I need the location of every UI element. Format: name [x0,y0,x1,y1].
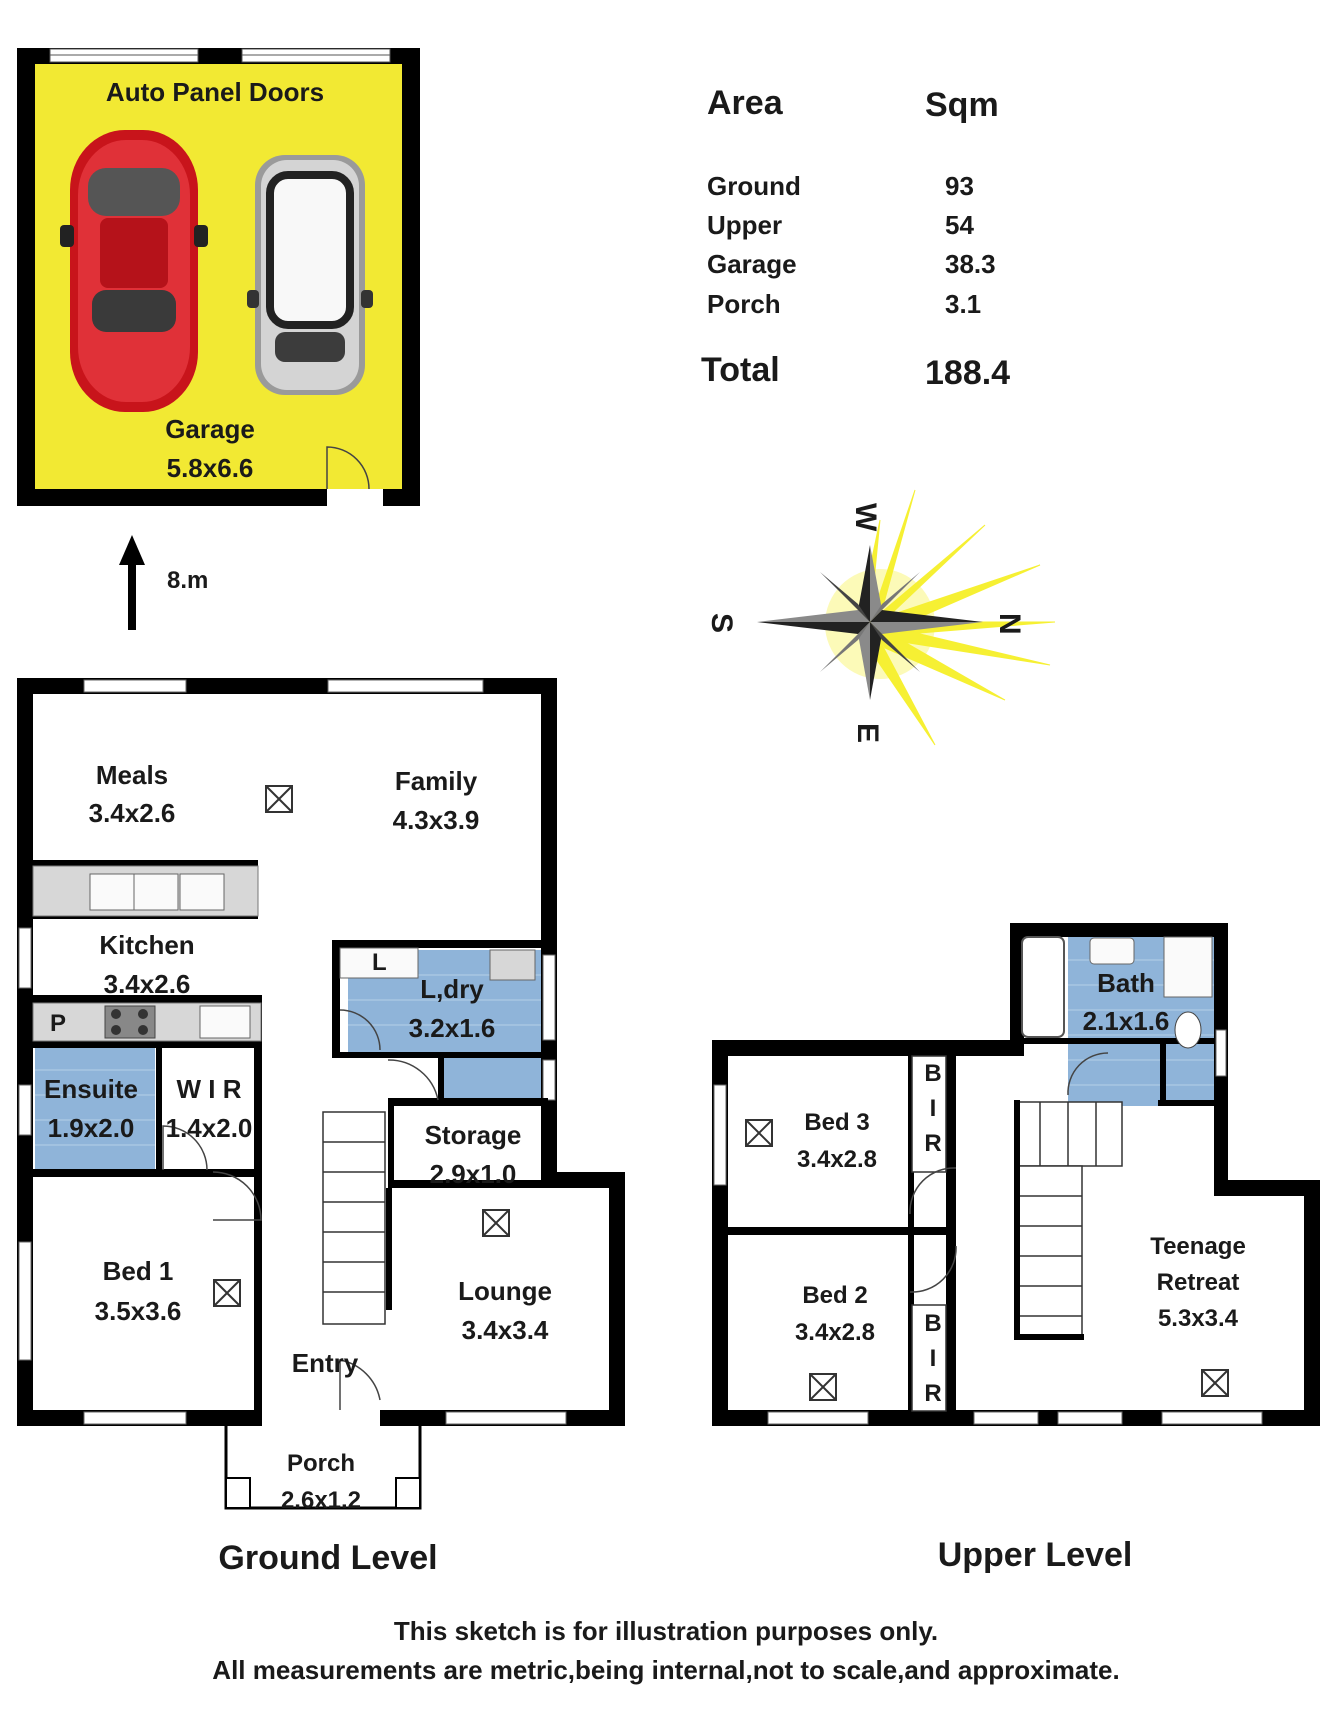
laundry-name: L,dry [420,974,484,1004]
ground-level-title: Ground Level [218,1539,437,1577]
upper-level-title: Upper Level [938,1536,1133,1574]
bath-name: Bath [1097,968,1155,998]
retreat-dims: 5.3x3.4 [1158,1305,1239,1332]
disclaimer-line-1: This sketch is for illustration purposes… [394,1616,938,1646]
area-row-sqm: 93 [945,171,974,201]
laundry-dims: 3.2x1.6 [409,1013,496,1043]
lounge-name: Lounge [458,1276,552,1306]
bir-letter: B [924,1060,941,1087]
garage-doors-label: Auto Panel Doors [106,77,324,107]
area-row-sqm: 3.1 [945,289,981,319]
bir-letter: B [924,1310,941,1337]
disclaimer-line-2: All measurements are metric,being intern… [212,1655,1119,1685]
bath-dims: 2.1x1.6 [1083,1006,1170,1036]
meals-dims: 3.4x2.6 [89,798,176,828]
silver-car-icon [247,155,373,395]
ensuite-name: Ensuite [44,1074,138,1104]
bed3-name: Bed 3 [804,1109,869,1136]
bed1-dims: 3.5x3.6 [95,1296,182,1326]
family-dims: 4.3x3.9 [393,805,480,835]
kitchen-name: Kitchen [99,930,194,960]
garage-plan: Auto Panel Doors Garage 5.8x6.6 [17,48,420,506]
ensuite-dims: 1.9x2.0 [48,1113,135,1143]
compass-s-label: S [705,613,738,633]
family-name: Family [395,766,478,796]
area-row-name: Upper [707,210,782,240]
total-label: Total [701,351,780,389]
storage-name: Storage [425,1120,522,1150]
distance-label: 8.m [167,567,208,594]
kitchen-dims: 3.4x2.6 [104,969,191,999]
garage-dims-label: 5.8x6.6 [167,453,254,483]
bed1-name: Bed 1 [103,1256,174,1286]
bir-letter: I [930,1095,937,1122]
area-row-name: Ground [707,171,801,201]
garage-name-label: Garage [165,414,255,444]
upper-level-plan: Bath 2.1x1.6 Bed 3 3.4x2.8 Bed 2 3.4x2.8… [712,923,1320,1574]
area-row-name: Garage [707,249,797,279]
retreat-name-line2: Retreat [1157,1269,1240,1296]
total-value: 188.4 [925,354,1010,392]
bed2-dims: 3.4x2.8 [795,1319,875,1346]
porch-dims: 2.6x1.2 [281,1487,361,1514]
area-row-name: Porch [707,289,781,319]
distance-indicator: 8.m [119,535,208,630]
red-car-icon [60,130,208,412]
storage-dims: 2.9x1.0 [430,1159,517,1189]
area-table: Area Sqm Ground 93 Upper 54 Garage 38.3 … [701,84,1010,392]
meals-name: Meals [96,760,168,790]
bir-letter: R [924,1130,941,1157]
ground-level-plan: P L M [17,678,625,1577]
bir-letter: I [930,1345,937,1372]
pantry-label: P [50,1010,66,1037]
compass-rose-icon: W N S E [705,489,1056,746]
wir-name: W I R [177,1074,242,1104]
porch-name: Porch [287,1450,355,1477]
entry-name: Entry [292,1348,359,1378]
compass-n-label: N [993,613,1026,635]
area-row-sqm: 54 [945,210,974,240]
area-row-sqm: 38.3 [945,249,996,279]
bed2-name: Bed 2 [802,1282,867,1309]
area-header: Area [707,84,784,122]
compass-w-label: W [849,503,882,532]
wir-dims: 1.4x2.0 [166,1113,253,1143]
bed3-dims: 3.4x2.8 [797,1146,877,1173]
linen-label: L [372,949,387,976]
bir-letter: R [924,1380,941,1407]
lounge-dims: 3.4x3.4 [462,1315,549,1345]
sqm-header: Sqm [925,86,999,124]
compass-e-label: E [851,723,884,743]
retreat-name-line1: Teenage [1150,1233,1246,1260]
